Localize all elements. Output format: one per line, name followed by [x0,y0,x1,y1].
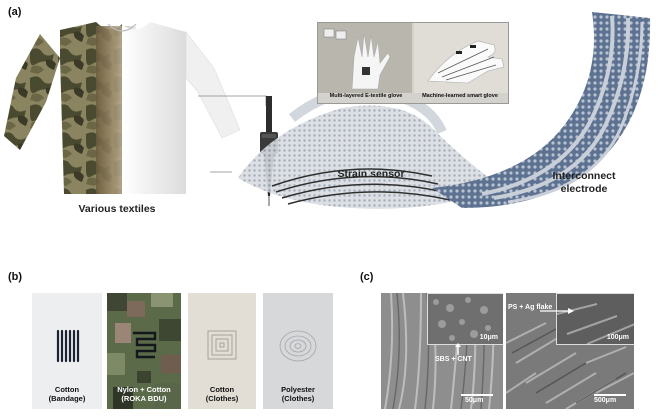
camo-pixel-pattern [107,293,181,409]
swatch-cotton-clothes: Cotton (Clothes) [188,293,256,409]
strain-sensor-caption: Strain sensor [337,168,405,180]
sem-annotation-right: PS + Ag flake [508,304,553,311]
swatch-label-nylon-cotton: Nylon + Cotton (ROKA BDU) [107,385,181,403]
sem-inset-scale-right: 100μm [606,334,629,341]
swatch-nylon-line2: (ROKA BDU) [121,394,167,403]
swatch-nylon-line1: Nylon + Cotton [117,385,171,394]
swatch-polyester-clothes: Polyester (Clothes) [263,293,333,409]
sem-scalebar-left [461,394,493,396]
swatch-label-cotton-clothes: Cotton (Clothes) [188,385,256,403]
textile-shirt-illustration [4,22,241,194]
swatch-polyester-line1: Polyester [281,385,315,394]
swatch-bandage-line2: (Bandage) [48,394,86,403]
sensor-pattern-square [207,330,237,360]
electrode-ribbon [432,12,651,208]
swatch-label-polyester: Polyester (Clothes) [263,385,333,403]
panel-c-label: (c) [360,271,374,283]
sem-inset-scale-left: 10μm [479,334,498,341]
glove-photos-illustration [318,23,508,93]
interconnect-caption-line1: Interconnect [552,170,616,182]
panel-a-label: (a) [8,6,22,18]
glove-left-label: Multi-layered E-textile glove [329,93,403,99]
interconnect-electrode-caption: Interconnect electrode [544,170,624,196]
glove-photo-panel: Multi-layered E-textile glove Machine-le… [317,22,509,104]
sem-inset-right: 100μm [556,293,634,345]
sem-inset-left: 10μm [427,293,503,345]
swatch-polyester-line2: (Clothes) [281,394,315,403]
swatch-label-bandage: Cotton (Bandage) [32,385,102,403]
sem-main-scale-left: 50μm [465,397,484,404]
sem-texture-right [506,322,634,409]
sensor-pattern-bandage [56,329,80,363]
sem-scalebar-right [594,394,626,396]
swatch-bandage-line1: Cotton [54,385,80,394]
sem-image-sbs-cnt: 10μm SBS + CNT 50μm [381,293,503,409]
interconnect-caption-line2: electrode [560,183,608,195]
panel-b-label: (b) [8,271,23,283]
sem-inset-texture-left [433,297,491,341]
sem-image-ps-ag: 100μm PS + Ag flake 500μm [506,293,634,409]
swatch-cotton-line1: Cotton [209,385,235,394]
sensor-pattern-circular [279,330,317,362]
strain-sensor-electrode-illustration [238,12,651,209]
swatch-cotton-bandage: Cotton (Bandage) [32,293,102,409]
swatch-cotton-line2: (Clothes) [205,394,239,403]
various-textiles-caption: Various textiles [78,203,156,215]
sem-arrow-right [540,308,574,314]
sem-arrow-left [455,343,461,355]
camo-sleeve [4,34,60,150]
white-sleeve [185,31,241,139]
glove-right-label: Machine-learned smart glove [422,93,498,99]
swatch-nylon-cotton: Nylon + Cotton (ROKA BDU) [107,293,181,409]
sem-inset-texture-right [557,303,634,344]
white-torso [122,22,186,194]
sem-main-scale-right: 500μm [594,397,617,404]
sem-annotation-left: SBS + CNT [435,356,472,363]
